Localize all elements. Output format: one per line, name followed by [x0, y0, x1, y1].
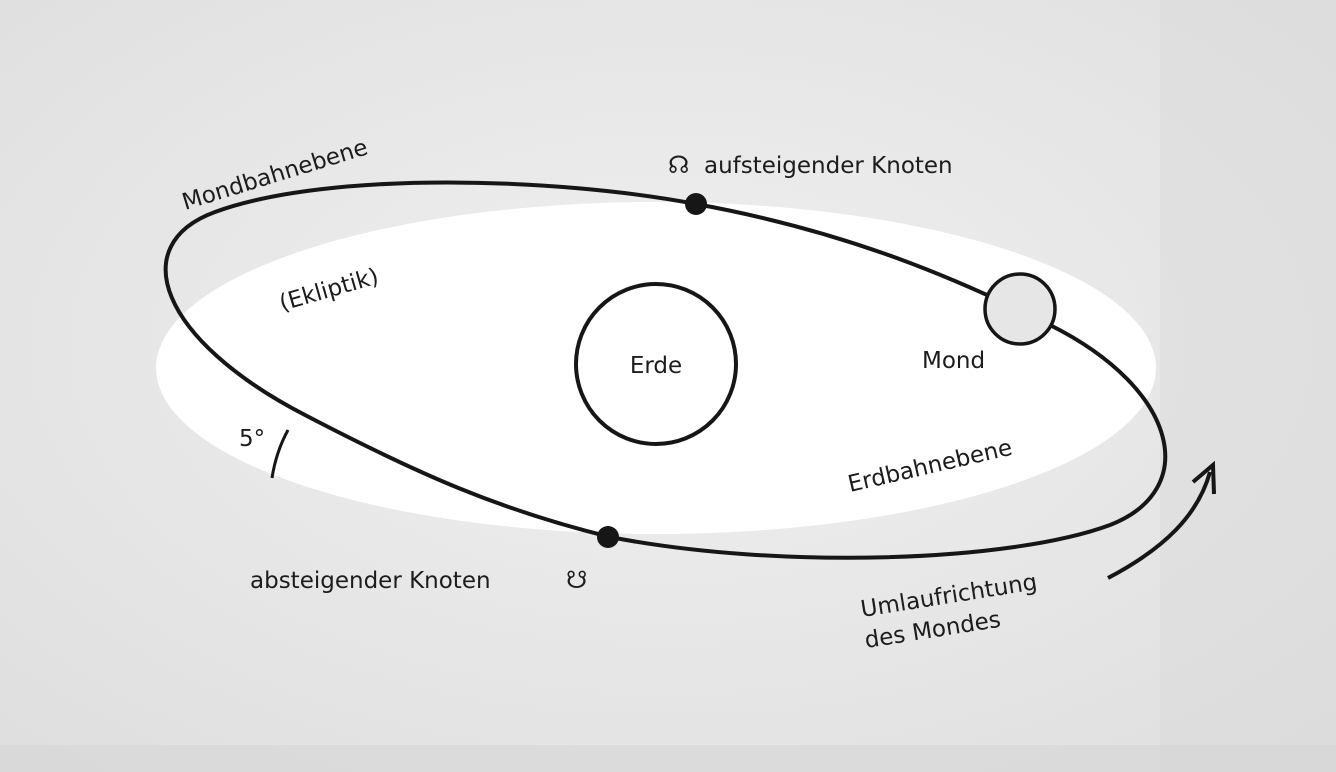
earth-circle	[574, 282, 738, 446]
descending-node-label: absteigender Knoten	[250, 568, 491, 594]
bottom-edge-shade	[0, 745, 1336, 772]
descending-node-dot	[597, 526, 619, 548]
angle-label: 5°	[239, 426, 265, 452]
descending-node-symbol: ☋	[566, 566, 587, 594]
moon-label: Mond	[922, 348, 985, 374]
angle-arc	[270, 429, 290, 479]
earth-label: Erde	[630, 353, 682, 379]
ascending-node-label: aufsteigender Knoten	[704, 153, 953, 179]
direction-arrow	[1107, 471, 1212, 580]
page-edge-shade	[1160, 0, 1336, 772]
moon-circle	[983, 272, 1057, 346]
direction-arrowhead	[1191, 460, 1216, 495]
ascending-node-dot	[685, 193, 707, 215]
ascending-node-symbol: ☊	[668, 151, 689, 179]
